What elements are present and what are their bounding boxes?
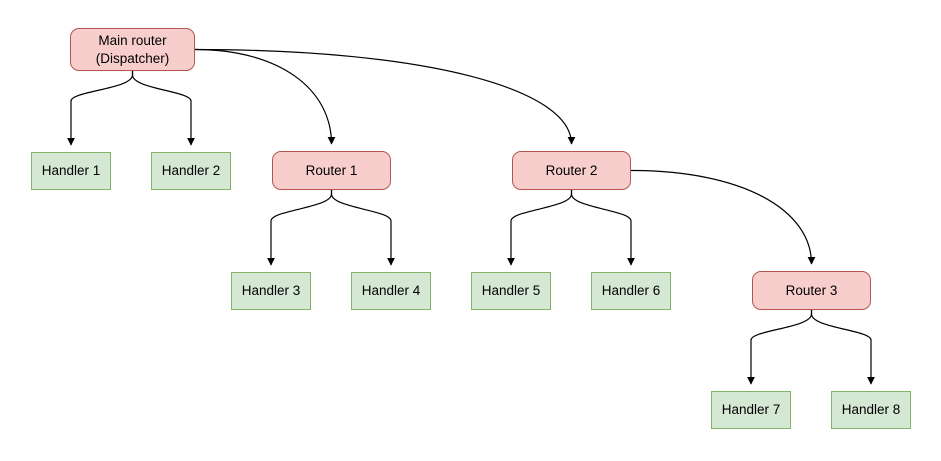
edge-router1-to-handler-3: [267, 190, 333, 266]
edge-router2-to-handler-5: [507, 190, 573, 266]
node-label: Router 3: [785, 282, 838, 298]
node-handler-1[interactable]: Handler 1: [31, 152, 111, 190]
node-label: Handler 4: [361, 283, 421, 299]
node-label: Handler 5: [481, 283, 541, 299]
node-label: Router 2: [545, 162, 598, 178]
node-handler-5[interactable]: Handler 5: [471, 272, 551, 310]
node-label: Handler 2: [161, 163, 221, 179]
node-handler-7[interactable]: Handler 7: [711, 391, 791, 429]
edge-router1-to-handler-4: [330, 190, 395, 266]
node-label: Handler 7: [721, 402, 781, 418]
node-label: Handler 8: [841, 402, 901, 418]
edge-router2-to-handler-6: [570, 190, 635, 266]
node-main-router[interactable]: Main router(Dispatcher): [70, 28, 195, 71]
edge-main-to-handler-1: [67, 71, 134, 146]
edge-router3-to-handler-7: [747, 310, 813, 385]
edge-router2-to-router-3: [630, 169, 816, 265]
node-label: Handler 6: [601, 283, 661, 299]
node-handler-6[interactable]: Handler 6: [591, 272, 671, 310]
node-handler-4[interactable]: Handler 4: [351, 272, 431, 310]
node-router-2[interactable]: Router 2: [512, 151, 631, 190]
node-router-3[interactable]: Router 3: [752, 271, 871, 310]
node-label: Router 1: [305, 162, 358, 178]
edge-main-to-router-2: [194, 48, 576, 145]
node-handler-2[interactable]: Handler 2: [151, 152, 231, 190]
node-label: Handler 1: [41, 163, 101, 179]
edge-main-to-router-1: [194, 48, 336, 145]
node-label-line2: (Dispatcher): [95, 50, 170, 66]
node-label: Handler 3: [241, 283, 301, 299]
edge-main-to-handler-2: [131, 71, 195, 146]
node-handler-8[interactable]: Handler 8: [831, 391, 911, 429]
node-label-line1: Main router: [98, 33, 167, 49]
edge-router3-to-handler-8: [810, 310, 875, 385]
node-router-1[interactable]: Router 1: [272, 151, 391, 190]
node-handler-3[interactable]: Handler 3: [231, 272, 311, 310]
